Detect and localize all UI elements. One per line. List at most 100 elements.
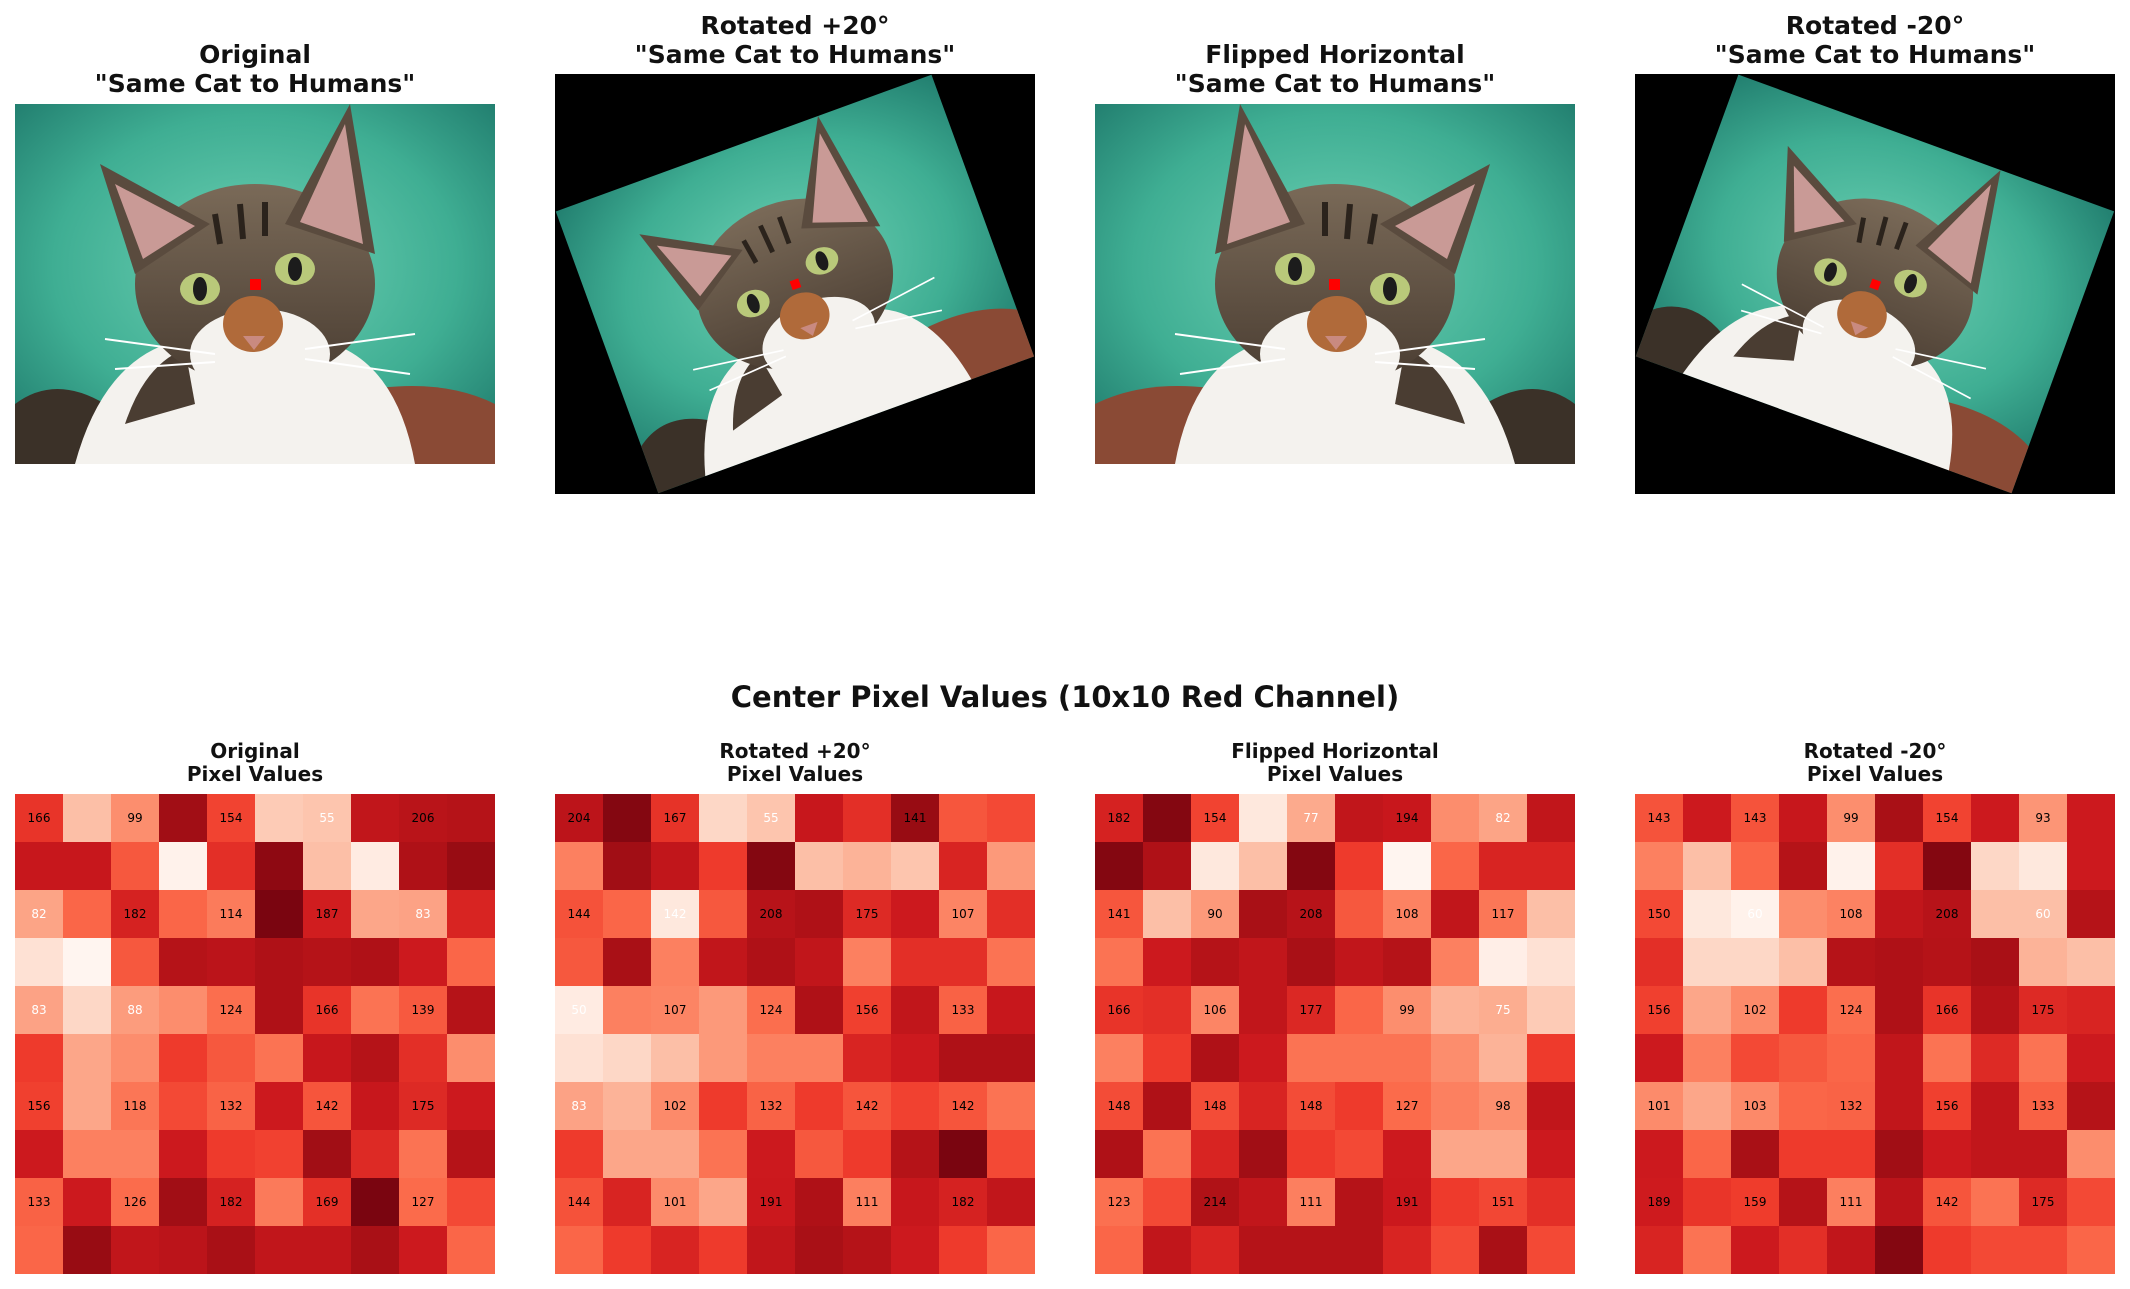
heatmap-cell (447, 794, 495, 842)
heatmap-cell (303, 842, 351, 890)
heatmap-cell (1335, 1226, 1383, 1274)
heatmap-cell (447, 1226, 495, 1274)
heatmap-cell (1527, 842, 1575, 890)
heatmap-cell (447, 1178, 495, 1226)
heatmap-cell (1635, 1130, 1683, 1178)
heatmap-cell (207, 1034, 255, 1082)
heatmap-cell (1731, 1130, 1779, 1178)
heatmap-cell (1383, 1130, 1431, 1178)
heatmap-cell (1779, 1130, 1827, 1178)
heatmap-cell-label: 106 (1203, 1003, 1227, 1017)
heatmap-cell-label: 99 (127, 811, 143, 825)
heatmap-cell (1827, 986, 1875, 1034)
heatmap-cell (699, 1226, 747, 1274)
heatmap-cell (2019, 1130, 2067, 1178)
heatmap-cell (1875, 890, 1923, 938)
heatmap-cell (111, 938, 159, 986)
heatmap-cell (651, 842, 699, 890)
heatmap-cell (2067, 986, 2115, 1034)
heatmap-cell-label: 107 (663, 1003, 687, 1017)
heatmap-cell (1971, 1226, 2019, 1274)
heatmap-cell-label: 132 (1839, 1099, 1863, 1113)
heatmap-cell-label: 133 (951, 1003, 975, 1017)
heatmap-cell-label: 166 (1935, 1003, 1959, 1017)
heatmap-cell (843, 938, 891, 986)
heatmap-cell (63, 1178, 111, 1226)
heatmap-cell (255, 794, 303, 842)
heatmap-cell-label: 77 (1303, 811, 1319, 825)
heatmap-cell (1479, 986, 1527, 1034)
heatmap-cell (1635, 986, 1683, 1034)
heatmap-cell (1335, 1082, 1383, 1130)
heatmap-cell-label: 99 (1843, 811, 1859, 825)
heatmap-cell-label: 82 (1495, 811, 1511, 825)
heatmap-cell (1527, 1034, 1575, 1082)
heatmap-cell (1287, 1034, 1335, 1082)
heatmap-cell (1635, 1226, 1683, 1274)
heatmap-cell (2067, 938, 2115, 986)
heatmap-cell (555, 794, 603, 842)
heatmap-cell (351, 938, 399, 986)
heatmap-cell (1683, 1082, 1731, 1130)
heatmap-cell (795, 938, 843, 986)
heatmap-cell (1239, 1130, 1287, 1178)
heatmap-cell (1239, 794, 1287, 842)
heatmap-cell (1923, 1082, 1971, 1130)
heatmap-cell-label: 124 (1839, 1003, 1863, 1017)
heatmap-cell (303, 986, 351, 1034)
heatmap-cell (747, 1130, 795, 1178)
heatmap-cell (1287, 1130, 1335, 1178)
heatmap-cell (603, 986, 651, 1034)
heatmap-cell (2067, 1130, 2115, 1178)
heatmap-cell (1191, 986, 1239, 1034)
heatmap-cell (603, 1226, 651, 1274)
heatmap-cell (939, 794, 987, 842)
heatmap-cell (255, 842, 303, 890)
heatmap-cell (1827, 938, 1875, 986)
heatmap-cell (1383, 842, 1431, 890)
heatmap-cell (1731, 1226, 1779, 1274)
heatmap-cell (15, 1226, 63, 1274)
heatmap-cell (987, 986, 1035, 1034)
heatmap-cell-label: 126 (123, 1195, 147, 1209)
heatmap-cell (1095, 1034, 1143, 1082)
heatmap-cell-label: 148 (1107, 1099, 1131, 1113)
heatmap-cell (651, 1130, 699, 1178)
heatmap-cell (747, 1034, 795, 1082)
heatmap-cell-label: 156 (1935, 1099, 1959, 1113)
heatmap-cell (1779, 1082, 1827, 1130)
heatmap-cell (795, 1226, 843, 1274)
heatmap-cell (555, 1178, 603, 1226)
heatmap-cell (207, 890, 255, 938)
heatmap-cell (1383, 1226, 1431, 1274)
heatmap-cell (1383, 1082, 1431, 1130)
cat-image-rotated-minus20 (1635, 74, 2115, 494)
heatmap-cell-label: 182 (1107, 811, 1131, 825)
heatmap-cell-label: 148 (1203, 1099, 1227, 1113)
heatmap-cell (207, 794, 255, 842)
heatmap-cell (399, 986, 447, 1034)
heatmap-cell (1923, 1226, 1971, 1274)
heatmap-cell-label: 108 (1395, 907, 1419, 921)
heatmap-cell-label: 142 (663, 907, 687, 921)
heatmap-cell-label: 143 (1647, 811, 1671, 825)
heatmap-cell-label: 167 (663, 811, 687, 825)
heatmap-cell (699, 1082, 747, 1130)
heatmap-cell (939, 986, 987, 1034)
heatmap-cell (1635, 1178, 1683, 1226)
heatmap-cell (891, 1034, 939, 1082)
heatmap-cell (1923, 794, 1971, 842)
heatmap-cell (795, 1034, 843, 1082)
heatmap-cell (555, 986, 603, 1034)
heatmap-cell (843, 842, 891, 890)
heatmap-cell (1731, 986, 1779, 1034)
heatmap-cell (747, 890, 795, 938)
heatmap-cell (111, 1082, 159, 1130)
heatmap-cell (111, 986, 159, 1034)
heatmap-cell (1335, 986, 1383, 1034)
heatmap-cell (207, 986, 255, 1034)
heatmap-cell (351, 1130, 399, 1178)
heatmap-cell-label: 189 (1647, 1195, 1671, 1209)
heatmap-cell (447, 1130, 495, 1178)
heatmap-cell (1875, 1130, 1923, 1178)
